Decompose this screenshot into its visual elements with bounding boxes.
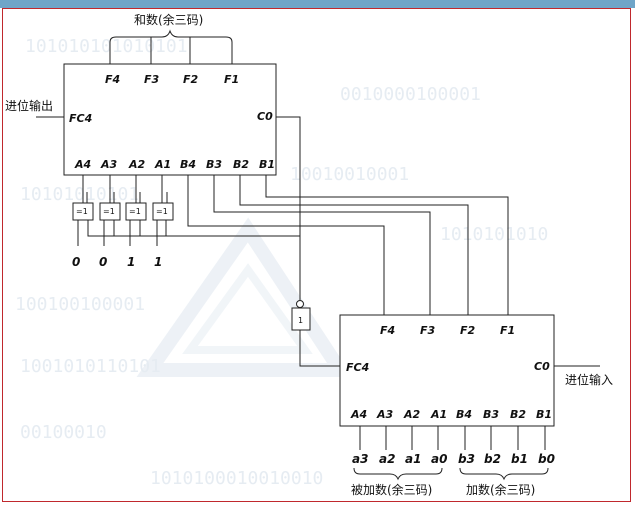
const-bit-a1: 1: [154, 255, 162, 269]
bottom-input-a3: A3: [376, 408, 394, 421]
bg-binary-8: 10101010101: [20, 184, 139, 205]
bg-binary-6: 1001010110101: [20, 356, 161, 377]
top-input-a4: A4: [74, 158, 91, 171]
top-input-b2: B2: [233, 158, 249, 171]
top-adder-block: [63, 63, 277, 176]
bottom-input-b2: B2: [510, 408, 526, 421]
bottom-output-f3: F3: [420, 324, 436, 337]
xor-gate-a1: =1: [152, 202, 174, 221]
top-output-f2: F2: [183, 73, 199, 86]
bg-binary-9: 00100010: [20, 422, 107, 443]
xor-gate-a2: =1: [125, 202, 147, 221]
bottom-c0-pin: C0: [534, 360, 550, 373]
top-input-a3: A3: [100, 158, 118, 171]
xor-gate-a3: =1: [99, 202, 121, 221]
bottom-input-b1: B1: [536, 408, 552, 421]
xor-gate-a2-label: =1: [129, 207, 141, 216]
bit-a0: a0: [431, 452, 447, 466]
xor-gate-a4-label: =1: [76, 207, 88, 216]
bottom-input-a1: A1: [430, 408, 447, 421]
bg-binary-5: 10010010001: [290, 164, 409, 185]
carry-path-wires: [276, 116, 340, 367]
top-input-a1: A1: [154, 158, 171, 171]
top-output-f3: F3: [144, 73, 160, 86]
top-output-f1: F1: [224, 73, 239, 86]
sum-feedback-wires: [187, 175, 509, 315]
bottom-output-f2: F2: [460, 324, 476, 337]
bit-b2: b2: [484, 452, 501, 466]
bit-b0: b0: [538, 452, 555, 466]
const-bit-a2: 1: [127, 255, 135, 269]
not-gate: 1: [291, 300, 311, 331]
const-bit-a3: 0: [99, 255, 107, 269]
top-input-b3: B3: [206, 158, 222, 171]
augend-label: 加数(余三码): [466, 482, 535, 497]
bottom-output-f4: F4: [380, 324, 395, 337]
top-fc4-pin: FC4: [69, 112, 92, 125]
const-bit-a4: 0: [72, 255, 80, 269]
carry-in-label: 进位输入: [565, 372, 613, 387]
sum-label: 和数(余三码): [134, 12, 203, 27]
bottom-input-b4: B4: [456, 408, 472, 421]
bg-binary-2: 100100100001: [15, 294, 145, 315]
bottom-input-a4: A4: [350, 408, 367, 421]
background-watermark: 101010101010101 100100100001 00100001000…: [15, 36, 548, 489]
bottom-fc4-pin: FC4: [346, 361, 369, 374]
bit-b3: b3: [458, 452, 475, 466]
top-accent-bar: [0, 0, 635, 8]
bottom-input-a2: A2: [403, 408, 421, 421]
diagram-frame: [2, 8, 631, 502]
xor-input-wires: [77, 175, 300, 246]
bit-a1: a1: [405, 452, 421, 466]
bit-a3: a3: [352, 452, 368, 466]
top-input-a2: A2: [128, 158, 146, 171]
sum-output-bracket: [109, 29, 233, 64]
addend-label: 被加数(余三码): [351, 482, 432, 497]
top-input-b4: B4: [180, 158, 196, 171]
bit-b1: b1: [511, 452, 528, 466]
bg-binary-7: 1010100010010010: [150, 468, 323, 489]
xor-gate-a4: =1: [72, 202, 94, 221]
bottom-output-f1: F1: [500, 324, 515, 337]
top-c0-pin: C0: [257, 110, 273, 123]
bg-binary-1: 101010101010101: [25, 36, 188, 57]
bottom-input-b3: B3: [483, 408, 499, 421]
bottom-input-wires: [359, 426, 546, 450]
bg-binary-3: 0010000100001: [340, 84, 481, 105]
not-gate-label: 1: [298, 316, 303, 325]
bg-binary-4: 1010101010: [440, 224, 548, 245]
top-input-b1: B1: [259, 158, 275, 171]
bit-a2: a2: [379, 452, 395, 466]
xor-gate-a3-label: =1: [103, 207, 115, 216]
bottom-adder-block: [339, 314, 555, 427]
top-output-f4: F4: [105, 73, 120, 86]
carry-out-label: 进位输出: [5, 98, 53, 113]
xor-gate-a1-label: =1: [156, 207, 168, 216]
input-braces: [353, 467, 549, 481]
